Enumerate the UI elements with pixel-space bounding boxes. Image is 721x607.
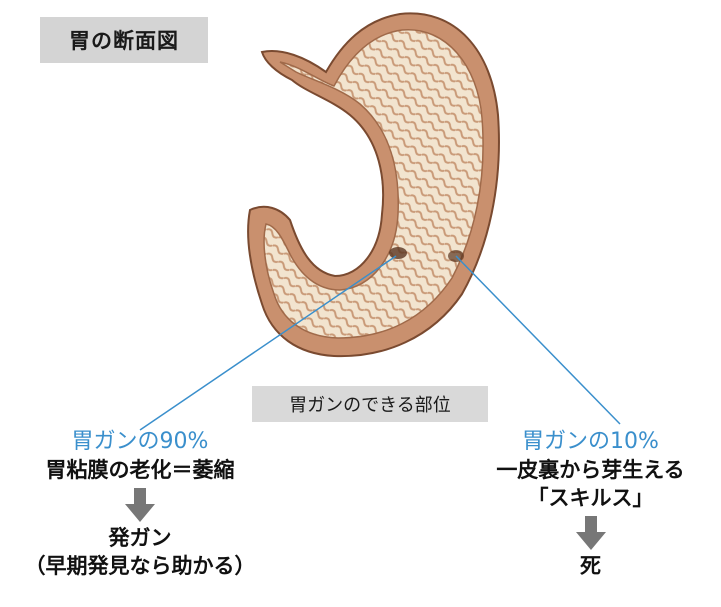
cancer-site-label: 胃ガンのできる部位	[252, 386, 488, 422]
left-note-text: （早期発見なら助かる）	[0, 552, 280, 580]
right-result-text: 死	[460, 552, 721, 580]
right-down-arrow-icon	[460, 516, 721, 550]
left-down-arrow-icon	[0, 488, 280, 522]
lesion-90-spot	[389, 247, 407, 259]
left-percent-label: 胃ガンの90%	[0, 428, 280, 456]
right-column: 胃ガンの10% 一皮裏から芽生える 「スキルス」 死	[460, 428, 721, 580]
right-cause-line2: 「スキルス」	[460, 484, 721, 512]
left-column: 胃ガンの90% 胃粘膜の老化＝萎縮 発ガン （早期発見なら助かる）	[0, 428, 280, 580]
left-cause-text: 胃粘膜の老化＝萎縮	[0, 456, 280, 484]
right-cause-line1: 一皮裏から芽生える	[460, 456, 721, 484]
right-percent-label: 胃ガンの10%	[460, 428, 721, 456]
left-result-text: 発ガン	[0, 524, 280, 552]
